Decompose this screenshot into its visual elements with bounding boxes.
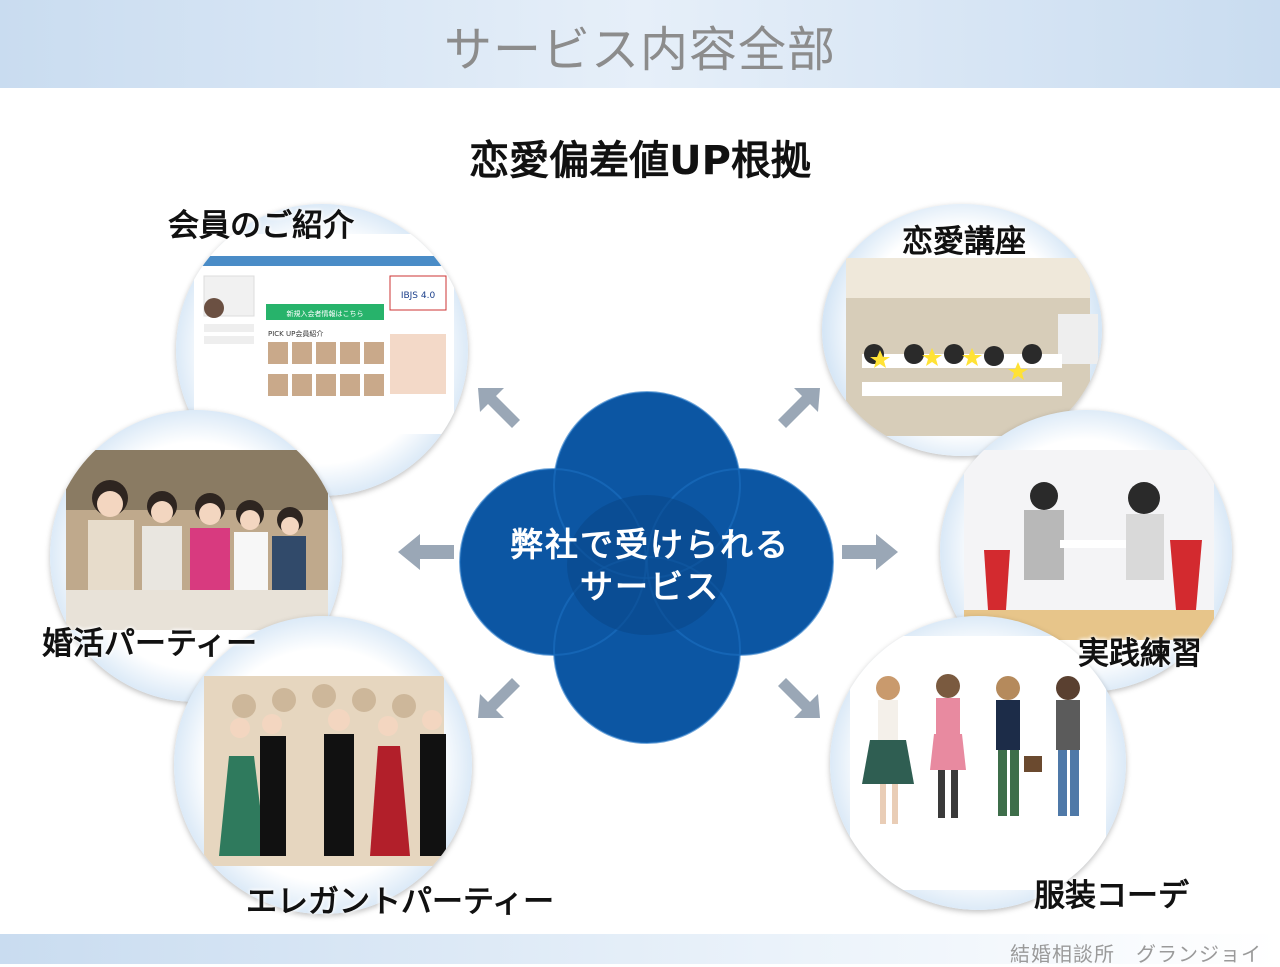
center-label-line2: サービス [580, 567, 720, 606]
header-banner: サービス内容全部 [0, 0, 1280, 88]
center-label-line1: 弊社で受けられる [510, 525, 790, 564]
new-member-button: 新規入会者情報はこちら [287, 309, 364, 318]
center-flower [459, 391, 834, 744]
elegant-party-image [174, 616, 472, 914]
fashion-image [830, 616, 1126, 910]
label-fashion: 服装コーデ [1034, 878, 1189, 914]
arrow-up-left-icon [478, 388, 520, 428]
page-title: サービス内容全部 [443, 22, 836, 78]
footer-company-name: 結婚相談所 グランジョイ [1010, 942, 1262, 966]
center-label: 弊社で受けられる サービス [460, 524, 840, 608]
arrow-down-left-icon [478, 678, 520, 718]
label-love-course: 恋愛講座 [902, 224, 1026, 260]
arrow-down-right-icon [778, 678, 820, 718]
label-practice: 実践練習 [1078, 636, 1202, 672]
label-member-intro: 会員のご紹介 [168, 208, 354, 244]
ibjs-logo-text: IBJS 4.0 [401, 291, 436, 301]
arrow-right-icon [842, 534, 898, 570]
pick-up-label: PICK UP会員紹介 [268, 329, 323, 338]
arrow-up-right-icon [778, 388, 820, 428]
footer-bar: 結婚相談所 グランジョイ [0, 934, 1280, 966]
main-heading: 恋愛偏差値UP根拠 [469, 138, 811, 184]
arrow-left-icon [398, 534, 454, 570]
label-konkatsu-party: 婚活パーティー [42, 626, 258, 662]
practice-image [940, 410, 1232, 692]
label-elegant-party: エレガントパーティー [246, 884, 555, 920]
